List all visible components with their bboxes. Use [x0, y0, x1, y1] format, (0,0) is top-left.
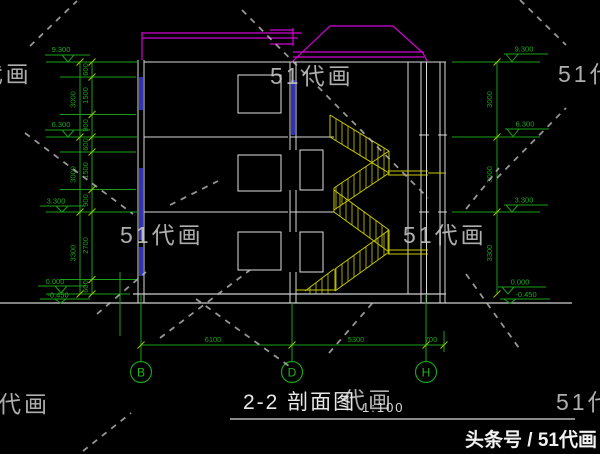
floor-slab-lines — [144, 136, 334, 213]
watermark-tile: 代画 — [0, 391, 50, 417]
elev-left-roof: 9.300 — [52, 45, 71, 54]
bottom-dim-chain — [140, 294, 445, 361]
staircase — [296, 114, 446, 294]
watermark-dashes — [24, 0, 567, 452]
elevation-triangles — [53, 53, 521, 305]
windows — [237, 74, 324, 273]
dim-left-outer-f1: 3300 — [69, 245, 78, 262]
watermark-tile: 51代画 — [0, 61, 32, 87]
elev-left-ground: 0.000 — [46, 277, 65, 286]
grid-bubble-h — [414, 360, 438, 384]
drawing-title: 2-2 剖面图 — [243, 391, 356, 414]
dim-right-f1: 3300 — [485, 245, 494, 262]
dimension-lines — [38, 53, 550, 384]
elev-right-f2: 3.300 — [515, 196, 534, 205]
stair-balusters — [309, 118, 389, 294]
dim-bottom-bd: 6100 — [205, 335, 222, 344]
watermark-tile: 51代画 — [403, 222, 487, 248]
parapet-line — [141, 28, 302, 60]
elev-left-base: -0.450 — [47, 291, 68, 300]
watermark-tile: 51代画 — [558, 61, 600, 87]
roof-outline — [141, 25, 428, 63]
window-f1-stairwell — [299, 231, 324, 273]
dim-left-inner-f1b: 600 — [81, 280, 90, 293]
wall-glazing — [139, 77, 295, 276]
grid-label-d: D — [288, 366, 297, 380]
grid-bubble-b — [129, 360, 153, 384]
title-block: 2-2 剖面图 1:100 — [230, 391, 575, 420]
watermark-tile: 51代画 — [120, 222, 204, 248]
window-f3-left — [237, 74, 282, 114]
dim-left-inner-f1a: 2700 — [81, 237, 90, 254]
dim-right-f2: 3000 — [485, 166, 494, 183]
stairwell-wall — [289, 62, 297, 303]
ground-line — [0, 293, 572, 304]
window-f2-stairwell — [299, 149, 324, 191]
dim-left-inner-f3c: 900 — [81, 119, 90, 132]
left-wall — [137, 60, 145, 303]
dim-left-inner-f2c: 900 — [81, 194, 90, 207]
window-f2-left — [237, 154, 282, 192]
dim-right-f3: 3000 — [485, 91, 494, 108]
dimension-texts: 6100 5300 700 3000 3000 3300 600 1500 90… — [46, 45, 537, 380]
watermark-tile: 代画 — [342, 387, 394, 413]
stair-stringers — [296, 114, 446, 292]
elev-left-f3: 6.300 — [52, 120, 71, 129]
elev-right-base: -0.450 — [515, 290, 536, 299]
drawing-scale: 1:100 — [362, 400, 405, 415]
dim-left-inner-f2a: 600 — [81, 138, 90, 151]
watermark-tile: 51代画 — [270, 63, 354, 89]
dim-left-inner-f2b: 1500 — [81, 162, 90, 179]
dim-bottom-dh: 5300 — [348, 335, 365, 344]
right-dim-chain — [452, 61, 540, 294]
dim-left-inner-f3a: 600 — [81, 63, 90, 76]
elev-right-f3: 6.300 — [516, 120, 535, 129]
footer-credit: 头条号 / 51代画 — [465, 428, 597, 451]
dim-bottom-overhang: 700 — [425, 335, 438, 344]
elev-right-roof: 9.300 — [515, 45, 534, 54]
watermark-tile: 51代画 — [556, 389, 600, 415]
elev-left-f2: 3.300 — [47, 197, 66, 206]
dim-left-outer-f3: 3000 — [69, 91, 78, 108]
elev-right-ground: 0.000 — [511, 278, 530, 287]
dim-left-outer-f2: 3000 — [69, 166, 78, 183]
gable-roof — [291, 25, 428, 63]
window-f1-left — [237, 231, 282, 271]
grid-label-b: B — [137, 366, 145, 380]
right-wall — [407, 62, 447, 303]
building-structure — [0, 60, 572, 304]
grid-bubble-d — [280, 360, 304, 384]
dimension-ticks — [76, 58, 501, 349]
grid-label-h: H — [422, 366, 431, 380]
dim-left-inner-f3b: 1500 — [81, 87, 90, 104]
